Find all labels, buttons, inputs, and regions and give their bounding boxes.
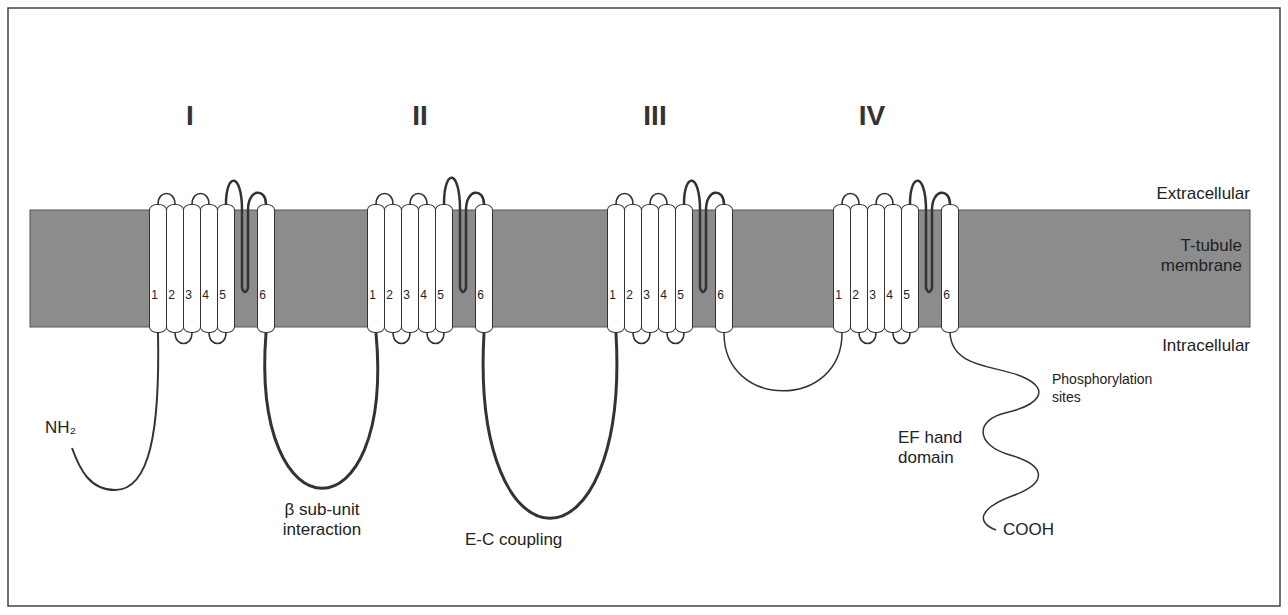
segment-number: 3 [176, 288, 192, 302]
helix-segment: 4 [884, 204, 902, 333]
membrane-label: T-tubule membrane [1142, 236, 1242, 276]
loop [650, 194, 667, 205]
iii-iv-linker [724, 333, 842, 391]
segment-number: 2 [159, 288, 175, 302]
helix-segment: 5 [217, 204, 235, 333]
membrane-band: T-tubule membrane12345612345612345612345… [30, 210, 1250, 327]
side-label: Extracellular [1156, 184, 1250, 204]
region-label: E-C coupling [465, 530, 562, 550]
helix-segment: 5 [435, 204, 453, 333]
ii-iii-linker [483, 333, 617, 518]
loop [175, 333, 192, 344]
loop [209, 333, 226, 344]
helix-segment: 5 [675, 204, 693, 333]
segment-number: 3 [860, 288, 876, 302]
helix-segment: 3 [867, 204, 885, 333]
segment-number: 4 [411, 288, 427, 302]
segment-number: 6 [250, 288, 266, 302]
segment-number: 1 [600, 288, 616, 302]
figure-frame [8, 8, 1280, 606]
segment-number: 1 [142, 288, 158, 302]
helix-segment: 1 [367, 204, 385, 333]
helix-segment: 1 [833, 204, 851, 333]
loop [192, 194, 209, 205]
terminus-label: COOH [1003, 520, 1054, 540]
domain-numeral: III [630, 100, 680, 132]
helix-segment: 2 [624, 204, 642, 333]
segment-number: 3 [634, 288, 650, 302]
helix-segment: 4 [200, 204, 218, 333]
intracellular-loops [175, 333, 910, 344]
segment-number: 1 [826, 288, 842, 302]
segment-number: 6 [708, 288, 724, 302]
region-label: β sub-unit interaction [262, 500, 382, 540]
helix-segment: 4 [658, 204, 676, 333]
domain-numeral: II [395, 100, 445, 132]
helix-segment: 6 [475, 204, 493, 333]
helix-segment: 3 [401, 204, 419, 333]
i-ii-linker [265, 333, 378, 488]
region-label: Phosphorylation sites [1052, 370, 1167, 406]
loop [616, 194, 633, 205]
region-label: EF hand domain [898, 428, 973, 468]
segment-number: 5 [210, 288, 226, 302]
segment-number: 5 [668, 288, 684, 302]
loop [633, 333, 650, 344]
helix-segment: 4 [418, 204, 436, 333]
side-label: Intracellular [1162, 336, 1250, 356]
segment-number: 4 [193, 288, 209, 302]
helix-segment: 3 [183, 204, 201, 333]
helix-segment: 5 [901, 204, 919, 333]
segment-number: 2 [377, 288, 393, 302]
segment-number: 4 [651, 288, 667, 302]
segment-number: 5 [428, 288, 444, 302]
helix-segment: 6 [941, 204, 959, 333]
segment-number: 4 [877, 288, 893, 302]
extracellular-loops [158, 194, 893, 205]
c-terminus-tail [950, 333, 1039, 530]
domain-numeral: I [165, 100, 215, 132]
loop [667, 333, 684, 344]
loop [876, 194, 893, 205]
segment-number: 2 [617, 288, 633, 302]
loop [158, 194, 175, 205]
segment-number: 3 [394, 288, 410, 302]
helix-segment: 2 [850, 204, 868, 333]
loop [893, 333, 910, 344]
segment-number: 1 [360, 288, 376, 302]
loop [859, 333, 876, 344]
segment-number: 6 [934, 288, 950, 302]
helix-segment: 6 [715, 204, 733, 333]
helix-segment: 6 [257, 204, 275, 333]
segment-number: 6 [468, 288, 484, 302]
loop [376, 194, 393, 205]
helix-segment: 1 [607, 204, 625, 333]
loop [842, 194, 859, 205]
helix-segment: 1 [149, 204, 167, 333]
terminus-label: NH₂ [45, 418, 76, 438]
helix-segment: 2 [166, 204, 184, 333]
segment-number: 2 [843, 288, 859, 302]
helix-segment: 3 [641, 204, 659, 333]
domain-numeral: IV [847, 100, 897, 132]
helix-segment: 2 [384, 204, 402, 333]
loop [410, 194, 427, 205]
segment-number: 5 [894, 288, 910, 302]
loop [427, 333, 444, 344]
loop [393, 333, 410, 344]
n-terminus-tail [72, 333, 158, 490]
